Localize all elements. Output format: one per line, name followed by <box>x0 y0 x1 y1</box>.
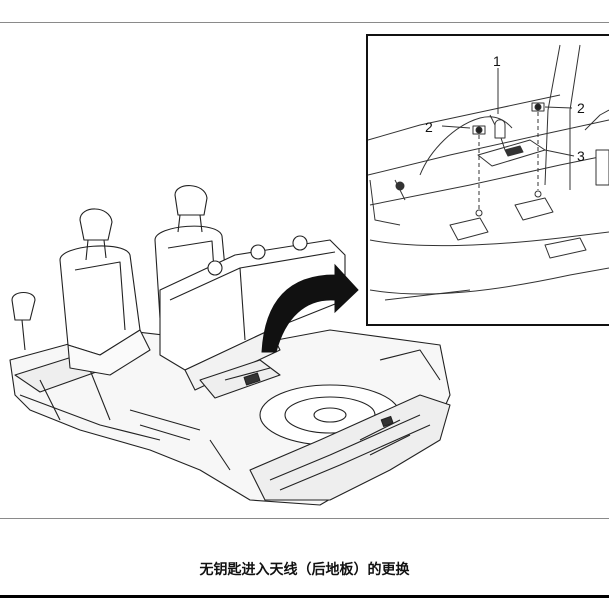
rear-crossmember <box>249 394 451 501</box>
callout-2-right: 2 <box>577 100 585 116</box>
bolt-left <box>472 125 486 135</box>
callout-2-left: 2 <box>425 119 433 135</box>
detail-inset: 1 2 2 3 <box>366 34 609 326</box>
figure-caption: 无钥匙进入天线（后地板）的更换 <box>199 562 410 578</box>
middle-rule <box>0 518 609 519</box>
pointer-arrow <box>261 263 359 353</box>
rear-seat <box>159 235 346 391</box>
callout-3: 3 <box>577 148 585 164</box>
callout-1: 1 <box>493 53 501 69</box>
left-pillar <box>11 291 36 321</box>
bottom-rule <box>0 595 609 598</box>
vehicle-floor-drawing <box>9 185 451 506</box>
front-seat-left <box>59 208 151 376</box>
bolt-right <box>531 102 545 112</box>
top-rule <box>0 22 609 23</box>
